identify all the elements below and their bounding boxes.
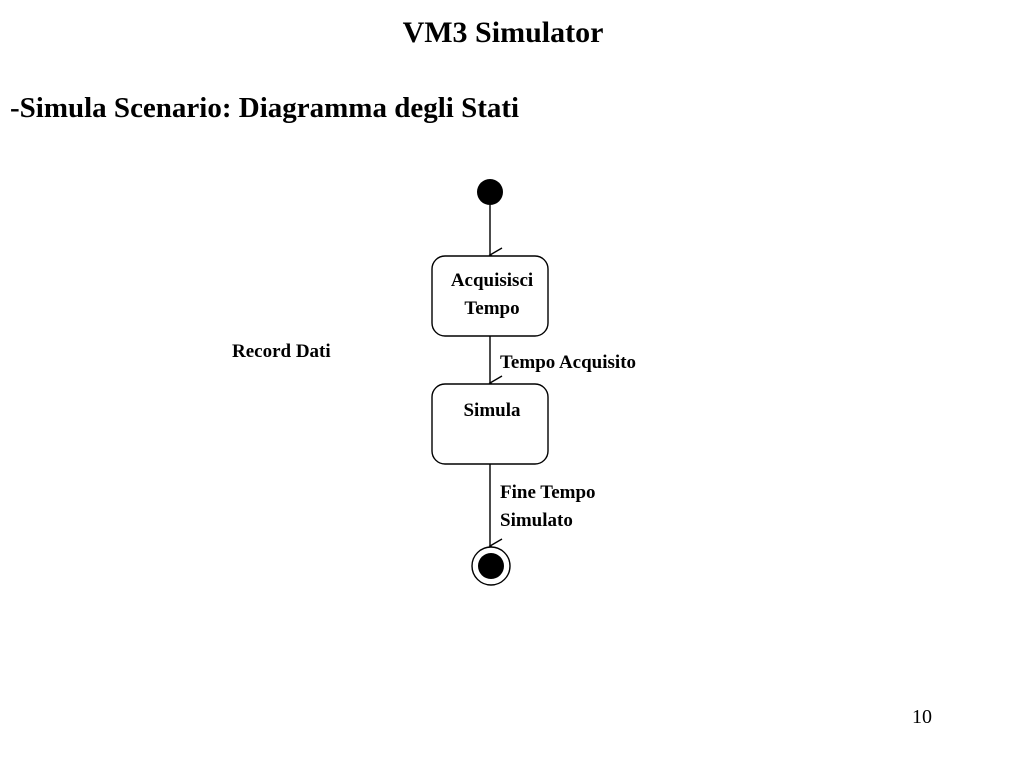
state-acquisisci-tempo bbox=[431, 255, 549, 337]
transition-fine-tempo-simulato-label-line-1: Fine Tempo bbox=[500, 482, 596, 503]
slide-title: VM3 Simulator bbox=[402, 16, 604, 49]
transition-tempo-acquisito-label: Tempo Acquisito bbox=[500, 352, 636, 373]
page-number: 10 bbox=[912, 706, 932, 728]
initial-state-node bbox=[477, 179, 503, 205]
record-dati-note: Record Dati bbox=[232, 341, 331, 362]
state-simula bbox=[431, 383, 549, 465]
state-acquisisci-tempo-label-line-1: Acquisisci bbox=[451, 270, 533, 291]
state-acquisisci-tempo-label-line-2: Tempo bbox=[464, 298, 519, 319]
state-simula-label: Simula bbox=[463, 400, 521, 421]
slide-subtitle: -Simula Scenario: Diagramma degli Stati bbox=[10, 92, 520, 124]
final-state-node-dot bbox=[478, 553, 504, 579]
transition-fine-tempo-simulato-label-line-2: Simulato bbox=[500, 510, 573, 531]
